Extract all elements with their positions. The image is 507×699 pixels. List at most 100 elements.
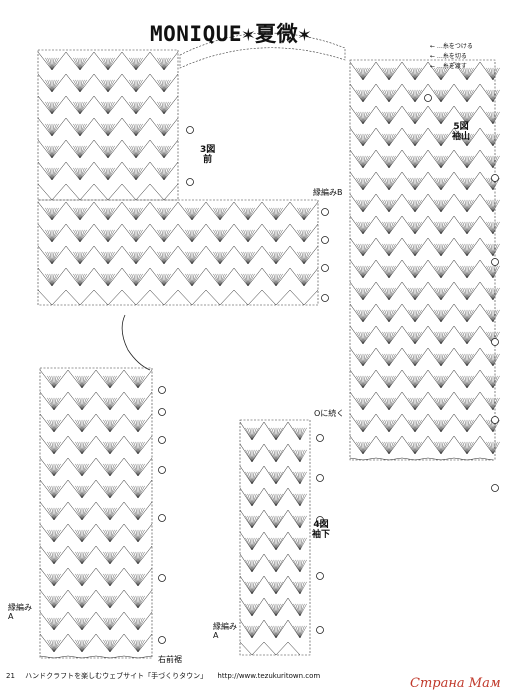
sleeve-cap-panel-fan	[488, 375, 494, 389]
sleeve-cap-panel-fan	[362, 155, 368, 169]
sleeve-cap-panel-fan	[440, 199, 446, 213]
right-front-hem-panel-fan	[53, 529, 59, 543]
sleeve-cap-panel-fan	[410, 111, 416, 125]
sleeve-cap-panel-fan	[438, 441, 442, 455]
front-lower-panel-fan	[159, 207, 165, 221]
right-front-hem-panel-fan	[137, 507, 141, 521]
sleeve-cap-panel-fan	[440, 155, 444, 169]
sleeve-cap-panel-fan	[462, 199, 468, 213]
sleeve-cap-panel-fan	[362, 375, 368, 389]
right-front-hem-panel-fan	[53, 507, 57, 521]
watermark: Страна Мам	[410, 676, 501, 691]
front-lower-panel-fan	[101, 229, 109, 243]
sleeve-cap-panel-fan	[410, 419, 416, 433]
sleeve-cap-panel-fan	[466, 67, 474, 81]
sleeve-cap-panel-row-7	[349, 215, 494, 235]
sleeve-cap-panel-fan	[362, 419, 366, 433]
right-front-hem-panel-fan	[53, 551, 59, 565]
sleeve-cap-panel-fan	[360, 243, 364, 257]
sleeve-cap-panel-fan	[408, 155, 416, 169]
front-lower-panel-fan	[77, 229, 81, 243]
sleeve-cap-panel-fan	[436, 89, 442, 103]
front-upper-panel-fan	[77, 57, 81, 71]
right-front-hem-panel-fan	[81, 617, 89, 631]
front-upper-panel-fan	[163, 167, 167, 181]
sleeve-cap-panel-fan	[388, 177, 394, 191]
sleeve-cap-panel-fan	[414, 199, 420, 213]
right-front-hem-panel-fan	[133, 441, 139, 455]
front-upper-panel-fan	[163, 57, 167, 71]
front-lower-panel-fan	[107, 273, 113, 287]
row-marker-1	[186, 178, 194, 186]
sleeve-cap-panel-fan	[414, 287, 418, 301]
front-upper-panel-fan	[51, 79, 59, 93]
right-front-hem-panel-fan	[103, 639, 111, 653]
sleeve-cap-panel-fan	[384, 67, 390, 81]
front-upper-panel-fan	[107, 123, 111, 137]
sleeve-cap-panel-fan	[460, 67, 468, 81]
right-front-hem-panel-fan	[53, 639, 59, 653]
front-upper-panel-fan	[135, 101, 143, 115]
front-lower-panel-fan	[303, 207, 311, 221]
front-upper-panel-fan	[131, 167, 137, 181]
sleeve-cap-panel-fan	[412, 397, 416, 411]
sleeve-underarm-panel-fan	[295, 537, 301, 551]
front-lower-panel-fan	[161, 229, 165, 243]
right-front-hem-panel-fan	[53, 617, 57, 631]
front-upper-panel-fan	[107, 145, 115, 159]
front-lower-panel-fan	[51, 273, 57, 287]
sleeve-underarm-panel-fan	[275, 515, 279, 529]
sleeve-cap-panel-fan	[434, 375, 442, 389]
sleeve-cap-panel-fan	[414, 243, 420, 257]
sleeve-cap-panel-fan	[486, 111, 494, 125]
front-upper-panel-fan	[51, 167, 59, 181]
front-upper-panel-fan	[51, 101, 57, 115]
sleeve-cap-panel-fan	[490, 397, 494, 411]
sleeve-cap-panel-fan	[466, 243, 474, 257]
sleeve-cap-panel-fan	[492, 441, 500, 455]
front-lower-panel-fan	[131, 251, 137, 265]
right-front-hem-panel-row-4	[39, 457, 153, 477]
sleeve-cap-panel-fan	[362, 67, 368, 81]
right-front-hem-panel-fan	[81, 375, 85, 389]
sleeve-cap-panel-fan	[440, 133, 448, 147]
sleeve-cap-panel-fan	[438, 419, 442, 433]
sleeve-cap-panel-fan	[362, 199, 368, 213]
sleeve-cap-panel-fan	[434, 221, 442, 235]
sleeve-cap-panel-fan	[490, 89, 494, 103]
sleeve-cap-panel-fan	[492, 353, 498, 367]
front-upper-panel-fan	[135, 57, 139, 71]
right-front-hem-panel-fan	[53, 617, 59, 631]
sleeve-cap-panel-fan	[434, 331, 442, 345]
right-front-hem-panel-fan	[49, 375, 55, 389]
sleeve-underarm-panel-fan	[249, 427, 253, 441]
right-front-hem-panel-fan	[131, 463, 139, 477]
sleeve-cap-panel-fan	[438, 287, 442, 301]
right-front-hem-panel-fan	[135, 463, 139, 477]
front-lower-panel-fan	[107, 251, 113, 265]
sleeve-cap-panel-fan	[388, 287, 396, 301]
sleeve-cap-panel-fan	[414, 353, 418, 367]
sleeve-cap-panel-fan	[360, 397, 364, 411]
right-front-hem-panel-fan	[49, 485, 55, 499]
right-front-hem-panel-fan	[81, 397, 85, 411]
right-front-hem-panel-fan	[75, 595, 83, 609]
right-front-hem-panel-fan	[51, 551, 55, 565]
sleeve-cap-panel-fan	[360, 155, 364, 169]
front-upper-panel-fan	[135, 123, 141, 137]
right-front-hem-panel-fan	[133, 573, 139, 587]
sleeve-cap-panel-fan	[466, 375, 470, 389]
sleeve-underarm-panel-fan	[251, 493, 255, 507]
sleeve-cap-panel-fan	[408, 67, 416, 81]
footer-text: ハンドクラフトを楽しむウェブサイト「手づくりタウン」	[25, 672, 208, 680]
right-front-hem-panel-fan	[75, 397, 83, 411]
sleeve-cap-panel-row-11	[349, 303, 494, 323]
right-front-hem-panel-fan	[137, 595, 145, 609]
right-front-hem-panel-fan	[137, 397, 141, 411]
front-lower-panel-fan	[219, 229, 223, 243]
front-lower-panel-fan	[303, 229, 307, 243]
right-front-hem-panel-fan	[79, 463, 83, 477]
right-front-hem-panel-fan	[109, 551, 115, 565]
sleeve-cap-panel-fan	[434, 199, 442, 213]
front-lower-panel-fan	[107, 251, 115, 265]
